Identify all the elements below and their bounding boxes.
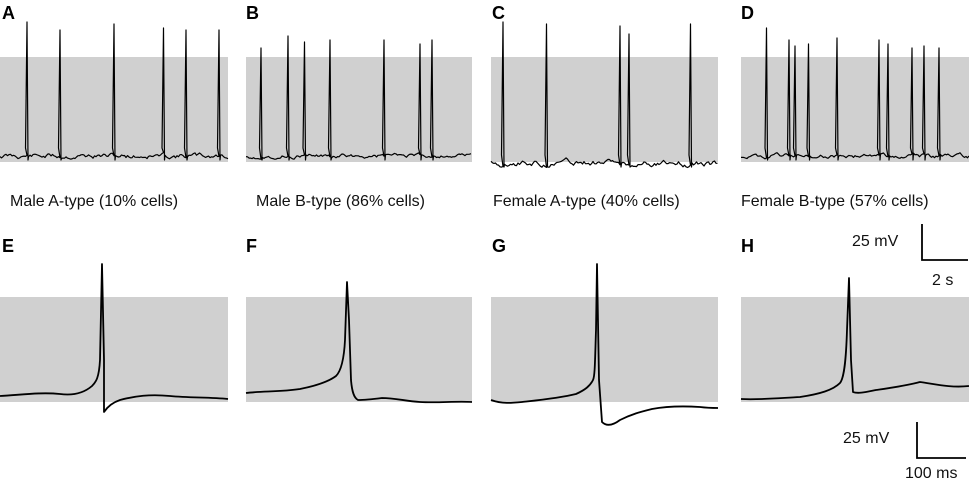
panel-label-g: G (492, 236, 506, 256)
panel-label-d: D (741, 3, 754, 23)
shade-box-h (741, 297, 969, 402)
caption-female-b-type: Female B-type (57% cells) (741, 193, 929, 210)
action-potential-trace-h (740, 277, 969, 401)
shade-box-d (741, 57, 969, 162)
shade-box-b (246, 57, 472, 162)
scale-label-voltage-top: 25 mV (852, 233, 899, 250)
caption-male-a-type: Male A-type (10% cells) (10, 193, 178, 210)
shade-box-e (0, 297, 228, 402)
panel-label-e: E (2, 236, 14, 256)
action-potential-trace-g (490, 263, 719, 426)
caption-female-a-type: Female A-type (40% cells) (493, 193, 680, 210)
panel-label-a: A (2, 3, 15, 23)
panel-label-h: H (741, 236, 754, 256)
panel-label-b: B (246, 3, 259, 23)
voltage-trace-c (490, 21, 718, 169)
scale-label-time-bottom: 100 ms (905, 465, 957, 482)
shade-box-g (491, 297, 718, 402)
scale-bar-top (921, 224, 968, 261)
voltage-trace-b (245, 35, 472, 161)
shade-box-c (491, 57, 718, 162)
panel-label-f: F (246, 236, 257, 256)
voltage-trace-a (0, 21, 229, 161)
voltage-trace-d (740, 27, 969, 161)
panel-label-c: C (492, 3, 505, 23)
action-potential-trace-f (245, 281, 473, 404)
scale-label-time-top: 2 s (932, 272, 953, 289)
scale-bar-bottom (916, 422, 966, 459)
shade-box-f (246, 297, 472, 402)
action-potential-trace-e (0, 263, 229, 413)
scale-label-voltage-bottom: 25 mV (843, 430, 890, 447)
caption-male-b-type: Male B-type (86% cells) (256, 193, 425, 210)
